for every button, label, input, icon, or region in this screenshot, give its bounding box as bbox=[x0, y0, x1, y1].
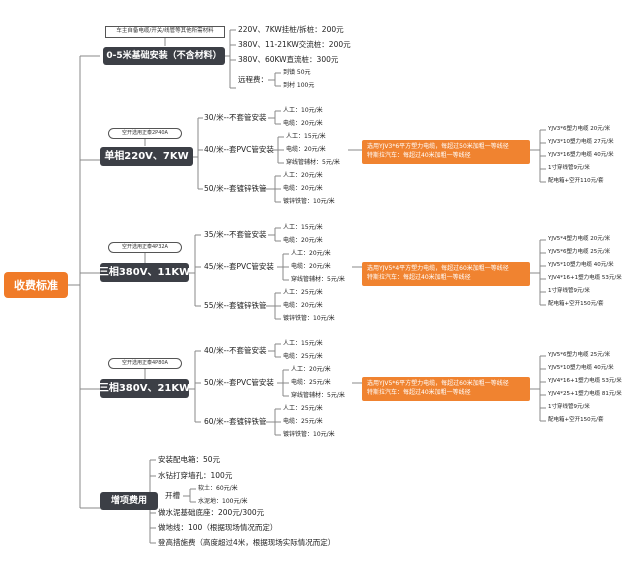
b5-item2-1: 做地线：100（根据现场情况而定） bbox=[158, 523, 278, 532]
b3-g0-row-0: 人工：15元/米 bbox=[283, 224, 323, 231]
b2-cable-4: 配电箱+空开110元/套 bbox=[548, 178, 604, 184]
b5-item2-0: 做水泥基础底座：200元/300元 bbox=[158, 508, 265, 517]
b5-item-1: 水钻打穿墙孔：100元 bbox=[158, 471, 233, 480]
b1-title[interactable]: 0-5米基础安装（不含材料） bbox=[103, 47, 225, 65]
b4-g0-row-1: 电缆：25元/米 bbox=[283, 353, 323, 360]
b4-g1-row-2: 穿线管辅材：5元/米 bbox=[291, 392, 345, 399]
b2-cable-note[interactable]: 选用YJV3*6平方塑力电缆，每超过50米加粗一等线径 特斯拉汽车：每超过40米… bbox=[362, 140, 530, 164]
b3-g2-row-1: 电缆：20元/米 bbox=[283, 302, 323, 309]
b4-cable-0: YJV5*6塑力电缆 25元/米 bbox=[548, 352, 611, 358]
b4-cable-note-line-0: 选用YJV5*6平方塑力电缆，每超过60米加粗一等线径 bbox=[367, 380, 509, 387]
b1-item-1: 380V、11-21KW交流桩：200元 bbox=[238, 40, 351, 49]
b1-item-0: 220V、7KW挂桩/拆桩：200元 bbox=[238, 25, 344, 34]
b4-g0-row-0: 人工：15元/米 bbox=[283, 340, 323, 347]
b5-trench-0: 软土：60元/米 bbox=[198, 485, 238, 492]
b2-cable-note-line-1: 特斯拉汽车：每超过40米加粗一等线径 bbox=[367, 151, 471, 159]
b3-cable-1: YJV5*6塑力电缆 25元/米 bbox=[548, 249, 611, 255]
b5-item-0: 安装配电箱：50元 bbox=[158, 455, 221, 464]
b3-cable-note[interactable]: 选用YJV5*4平方塑力电缆，每超过60米加粗一等线径 特斯拉汽车：每超过40米… bbox=[362, 262, 530, 286]
b4-group-0: 40/米--不套管安装 bbox=[204, 346, 267, 355]
b3-cable-3: YJV4*16+1塑力电缆 53元/米 bbox=[548, 275, 622, 281]
b4-cable-3: YJV4*25+1塑力电缆 81元/米 bbox=[548, 391, 622, 397]
b5-trench-label: 开槽 bbox=[165, 491, 180, 500]
b3-title[interactable]: 三相380V、11KW bbox=[99, 263, 190, 282]
b4-cable-5: 配电箱+空开150元/套 bbox=[548, 417, 604, 423]
b4-group-2: 60/米--套镀锌铁管 bbox=[204, 417, 267, 426]
b4-g1-row-1: 电缆：25元/米 bbox=[291, 379, 331, 386]
b1-note: 车主自备电缆/开关/线管等其他所需材料 bbox=[105, 26, 225, 38]
b4-title[interactable]: 三相380V、21KW bbox=[99, 379, 190, 398]
b2-title[interactable]: 单相220V、7KW bbox=[100, 147, 193, 166]
b3-cable-2: YJV5*10塑力电缆 40元/米 bbox=[548, 262, 614, 268]
b3-cable-note-line-0: 选用YJV5*4平方塑力电缆，每超过60米加粗一等线径 bbox=[367, 265, 509, 272]
b2-group-2: 50/米--套镀锌铁管 bbox=[204, 184, 267, 193]
b2-group-0: 30/米--不套管安装 bbox=[204, 113, 267, 122]
b4-group-1: 50/米--套PVC管安装 bbox=[204, 378, 274, 387]
b3-group-1: 45/米--套PVC管安装 bbox=[204, 262, 274, 271]
b2-cable-note-line-0: 选用YJV3*6平方塑力电缆，每超过50米加粗一等线径 bbox=[367, 143, 509, 150]
b2-g2-row-2: 镀锌铁管：10元/米 bbox=[283, 198, 335, 205]
b2-g1-row-1: 电缆：20元/米 bbox=[286, 146, 326, 153]
b3-cable-4: 1寸穿线管9元/米 bbox=[548, 288, 590, 294]
b4-note: 空开选用正泰4P80A bbox=[108, 358, 182, 369]
b3-cable-5: 配电箱+空开150元/套 bbox=[548, 301, 604, 307]
b5-item2-2: 登高措施费（高度超过4米，根据现场实际情况而定） bbox=[158, 538, 336, 547]
b1-item-2: 380V、60KW直流桩：300元 bbox=[238, 55, 339, 64]
b3-group-0: 35/米--不套管安装 bbox=[204, 230, 267, 239]
b4-cable-1: YJV5*10塑力电缆 40元/米 bbox=[548, 365, 614, 371]
b3-g2-row-2: 镀锌铁管：10元/米 bbox=[283, 315, 335, 322]
b3-group-2: 55/米--套镀锌铁管 bbox=[204, 301, 267, 310]
b2-g0-row-1: 电缆：20元/米 bbox=[283, 120, 323, 127]
b4-g2-row-0: 人工：25元/米 bbox=[283, 405, 323, 412]
b4-cable-note-line-1: 特斯拉汽车：每超过40米加粗一等线径 bbox=[367, 388, 471, 396]
b3-g1-row-1: 电缆：20元/米 bbox=[291, 263, 331, 270]
b4-cable-2: YJV4*16+1塑力电缆 53元/米 bbox=[548, 378, 622, 384]
b3-g2-row-0: 人工：25元/米 bbox=[283, 289, 323, 296]
b2-g2-row-0: 人工：20元/米 bbox=[283, 172, 323, 179]
b2-cable-3: 1寸穿线管9元/米 bbox=[548, 165, 590, 171]
b5-trench-1: 水泥地：100元/米 bbox=[198, 498, 248, 505]
b3-note: 空开选用正泰4P32A bbox=[108, 242, 182, 253]
b3-g0-row-1: 电缆：20元/米 bbox=[283, 237, 323, 244]
b2-cable-2: YJV3*16塑力电缆 40元/米 bbox=[548, 152, 614, 158]
b2-g0-row-0: 人工：10元/米 bbox=[283, 107, 323, 114]
b3-g1-row-2: 穿线管辅材：5元/米 bbox=[291, 276, 345, 283]
b2-g1-row-0: 人工：15元/米 bbox=[286, 133, 326, 140]
b2-cable-0: YJV3*6塑力电缆 20元/米 bbox=[548, 126, 611, 132]
b5-title[interactable]: 增项费用 bbox=[100, 492, 158, 510]
b2-group-1: 40/米--套PVC管安装 bbox=[204, 145, 274, 154]
root-node[interactable]: 收费标准 bbox=[4, 272, 68, 298]
b3-g1-row-0: 人工：20元/米 bbox=[291, 250, 331, 257]
b4-cable-4: 1寸穿线管9元/米 bbox=[548, 404, 590, 410]
b2-g2-row-1: 电缆：20元/米 bbox=[283, 185, 323, 192]
b1-remote-label: 远程费： bbox=[238, 75, 268, 84]
b4-cable-note[interactable]: 选用YJV5*6平方塑力电缆，每超过60米加粗一等线径 特斯拉汽车：每超过40米… bbox=[362, 377, 530, 401]
b3-cable-0: YJV5*4塑力电缆 20元/米 bbox=[548, 236, 611, 242]
b2-cable-1: YJV3*10塑力电缆 27元/米 bbox=[548, 139, 614, 145]
b3-cable-note-line-1: 特斯拉汽车：每超过40米加粗一等线径 bbox=[367, 273, 471, 281]
b1-remote-1: 到村 100元 bbox=[283, 82, 315, 89]
b2-g1-row-2: 穿线管辅材：5元/米 bbox=[286, 159, 340, 166]
b4-g2-row-1: 电缆：25元/米 bbox=[283, 418, 323, 425]
b4-g2-row-2: 镀锌铁管：10元/米 bbox=[283, 431, 335, 438]
b2-note: 空开选用正泰2P40A bbox=[108, 128, 182, 139]
b4-g1-row-0: 人工：20元/米 bbox=[291, 366, 331, 373]
b1-remote-0: 到镇 50元 bbox=[283, 69, 311, 76]
